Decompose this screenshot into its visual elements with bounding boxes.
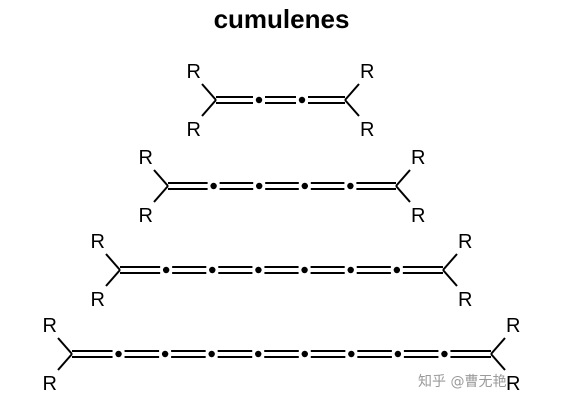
carbon-dot (115, 350, 122, 358)
substituent-bond (153, 185, 169, 203)
substituent-bond (201, 83, 217, 101)
carbon-dot (301, 350, 308, 358)
substituent-r-label: R (139, 147, 153, 169)
substituent-r-label: R (411, 147, 425, 169)
substituent-r-label: R (91, 231, 105, 253)
molecule-group: R R R R R R R R R R R R R R R R (43, 61, 521, 395)
cumulene-10c: R R R R (43, 315, 521, 395)
substituent-r-label: R (506, 315, 520, 337)
substituent-r-label: R (139, 205, 153, 227)
substituent-bond (490, 353, 506, 371)
substituent-bond (201, 99, 217, 117)
substituent-r-label: R (360, 119, 374, 141)
substituent-bond (395, 185, 411, 203)
carbon-dot (298, 96, 306, 104)
carbon-dot (347, 182, 354, 190)
cumulene-6c: R R R R (139, 147, 426, 227)
substituent-r-label: R (458, 289, 472, 311)
substituent-r-label: R (187, 61, 201, 83)
substituent-r-label: R (458, 231, 472, 253)
substituent-bond (395, 169, 411, 187)
substituent-r-label: R (91, 289, 105, 311)
substituent-bond (105, 269, 121, 287)
substituent-r-label: R (43, 315, 57, 337)
carbon-dot (393, 266, 401, 274)
substituent-r-label: R (187, 119, 201, 141)
cumulene-4c: R R R R (187, 61, 375, 141)
substituent-bond (442, 253, 458, 271)
substituent-r-label: R (43, 373, 57, 395)
carbon-dot (210, 182, 217, 190)
substituent-r-label: R (506, 373, 520, 395)
figure-title: cumulenes (213, 4, 350, 34)
carbon-dot (255, 350, 262, 358)
carbon-dot (255, 266, 262, 274)
substituent-bond (153, 169, 169, 187)
carbon-dot (208, 350, 215, 358)
carbon-dot (441, 350, 448, 358)
carbon-dot (347, 266, 354, 274)
carbon-dot (162, 266, 170, 274)
watermark-text: 知乎 @曹无艳 (418, 373, 506, 390)
carbon-dot (209, 266, 216, 274)
substituent-bond (57, 337, 73, 355)
carbon-dot (161, 350, 169, 358)
carbon-dot (394, 350, 402, 358)
carbon-dot (256, 182, 263, 190)
substituent-bond (490, 337, 506, 355)
carbon-dot (301, 266, 308, 274)
carbon-dot (255, 96, 263, 104)
substituent-bond (344, 83, 360, 101)
substituent-bond (344, 99, 360, 117)
cumulene-8c: R R R R (91, 231, 473, 311)
carbon-dot (348, 350, 355, 358)
substituent-r-label: R (411, 205, 425, 227)
carbon-dot (301, 182, 308, 190)
substituent-r-label: R (360, 61, 374, 83)
substituent-bond (105, 253, 121, 271)
substituent-bond (57, 353, 73, 371)
substituent-bond (442, 269, 458, 287)
